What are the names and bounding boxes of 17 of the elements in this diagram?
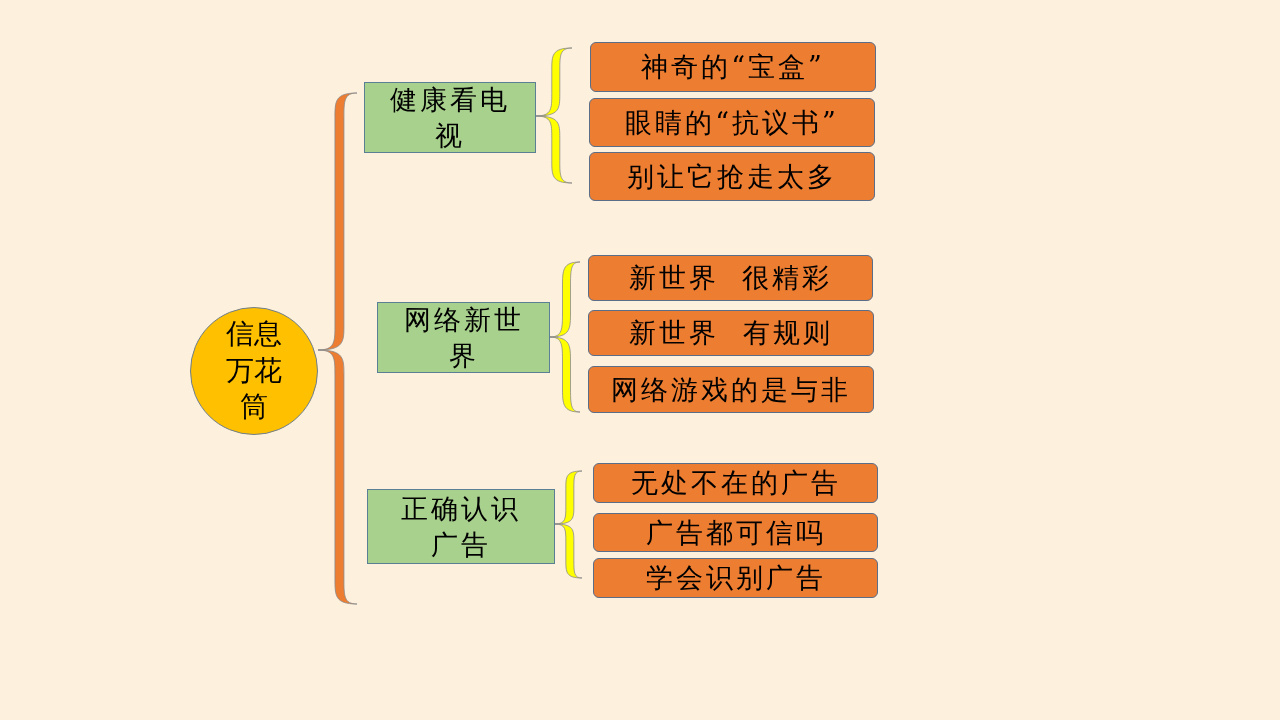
curly-brace-connector [554,470,583,579]
category-box: 健康看电视 [364,82,536,153]
curly-brace-connector [549,261,581,413]
topic-box: 神奇的“宝盒” [590,42,876,92]
topic-circle: 信息万花筒 [190,307,318,435]
topic-box: 新世界 有规则 [588,310,874,356]
topic-box: 眼睛的“抗议书” [589,98,875,147]
topic-box: 新世界 很精彩 [588,255,873,301]
topic-box: 广告都可信吗 [593,513,878,552]
topic-box: 学会识别广告 [593,558,878,598]
category-box: 正确认识广告 [367,489,555,564]
topic-box: 无处不在的广告 [593,463,878,503]
topic-box: 网络游戏的是与非 [588,366,874,413]
topic-box: 别让它抢走太多 [589,152,875,201]
curly-brace-connector [535,47,573,184]
category-box: 网络新世界 [377,302,550,373]
curly-brace-connector [317,92,358,605]
